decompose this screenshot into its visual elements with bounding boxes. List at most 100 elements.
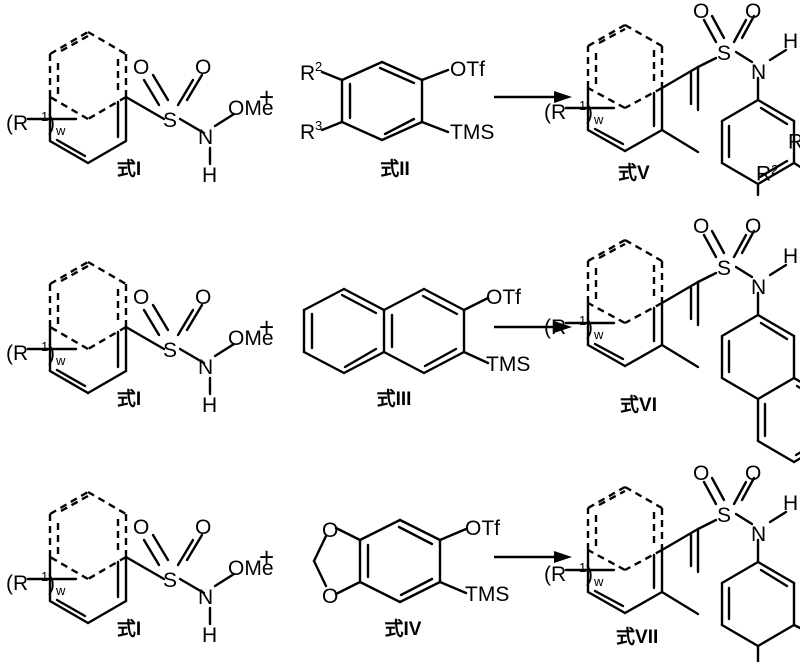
product-amine-hydrogen-row3: H <box>783 492 798 515</box>
formula-label-III: 式III <box>376 389 412 410</box>
amine-hydrogen-row3: H <box>202 624 217 647</box>
plus-operator-row3: + <box>259 542 275 572</box>
trimethylsilyl-group-row2: TMS <box>486 353 530 376</box>
reaction-arrow-row1 <box>492 84 574 110</box>
reactant-formula-I: (R 1 ) w O O S N OMe H 式I <box>2 2 274 192</box>
nitrogen-atom-row3: N <box>198 586 213 609</box>
substituent-R1-paren: ) <box>48 112 55 135</box>
product-substituent-R2: R <box>756 162 772 186</box>
product-substituent-R1-paren: ) <box>586 101 593 124</box>
reactant-formula-I-row2: (R 1 ) w O O S N OMe H 式I <box>2 232 274 422</box>
product-nitrogen-atom-row3: N <box>751 523 766 546</box>
product-sulfonyl-oxygen-left: O <box>693 0 709 23</box>
reaction-arrow-row3 <box>492 544 574 570</box>
formula-label-VI-wrap: 式VI <box>620 390 657 417</box>
formula-label-I: 式I <box>116 159 142 180</box>
product-substituent-R1-label-row3: (R <box>544 563 566 586</box>
formula-label-VII-wrap: 式VII <box>616 622 658 649</box>
sulfur-atom-row2: S <box>163 339 177 362</box>
product-sulfonyl-oxygen-right-row3: O <box>745 462 761 485</box>
substituent-R2-label: R <box>300 62 315 85</box>
product-R2-wrap: R2 <box>756 162 778 186</box>
formula-label-IV: 式IV <box>384 619 422 640</box>
sulfur-atom-row3: S <box>163 569 177 592</box>
product-sulfonyl-oxygen-right-row2: O <box>745 215 761 238</box>
methoxy-group-row2: OMe <box>228 327 274 350</box>
substituent-R1-label-row2: (R <box>6 342 28 365</box>
product-sulfur-atom-row3: S <box>717 504 731 527</box>
substituent-R3-label: R <box>300 121 315 144</box>
nitrogen-atom-row2: N <box>198 356 213 379</box>
trimethylsilyl-group-row3: TMS <box>465 583 509 606</box>
dioxole-oxygen-bottom: O <box>322 585 338 608</box>
reactant-formula-III: OTf TMS 式III <box>296 232 530 422</box>
product-substituent-R1-paren-row3: ) <box>586 563 593 586</box>
reaction-arrow-row2 <box>492 314 574 340</box>
triflate-group-row2: OTf <box>486 286 521 309</box>
triflate-group: OTf <box>450 58 485 81</box>
product-substituent-R1-superscript-row2: 1 <box>579 313 586 328</box>
substituent-R1-superscript-row3: 1 <box>41 569 48 584</box>
substituent-R1-superscript: 1 <box>41 109 48 124</box>
product-sulfur-atom: S <box>717 42 731 65</box>
product-substituent-R1-superscript: 1 <box>579 98 586 113</box>
product-sulfonyl-oxygen-left-row2: O <box>693 215 709 238</box>
triflate-group-row3: OTf <box>465 517 500 540</box>
nitrogen-atom: N <box>198 126 213 149</box>
product-nitrogen-atom-row2: N <box>751 276 766 299</box>
sulfur-atom: S <box>163 109 177 132</box>
product-R3-wrap: R3 <box>788 130 800 154</box>
methoxy-group-row3: OMe <box>228 557 274 580</box>
sulfonyl-oxygen-right: O <box>195 56 211 79</box>
amine-hydrogen: H <box>202 164 217 187</box>
product-substituent-R1-subscript: w <box>593 112 604 127</box>
sulfonyl-oxygen-right-row2: O <box>195 286 211 309</box>
formula-label-VI: 式VI <box>620 395 657 416</box>
methoxy-group: OMe <box>228 97 274 120</box>
product-sulfonyl-oxygen-right: O <box>745 0 761 23</box>
formula-label-I-row3: 式I <box>116 619 142 640</box>
substituent-R3-superscript: 3 <box>315 118 322 133</box>
substituent-R1-subscript: w <box>55 123 66 138</box>
product-formula-VI: (R 1 ) w O O S N H 式VI <box>540 215 800 464</box>
substituent-R1-label: (R <box>6 112 28 135</box>
product-substituent-R1-label-row2: (R <box>544 316 566 339</box>
product-substituent-R1-superscript-row3: 1 <box>579 560 586 575</box>
substituent-R1-subscript-row3: w <box>55 583 66 598</box>
sulfonyl-oxygen-left: O <box>133 56 149 79</box>
product-substituent-R1-paren-row2: ) <box>586 316 593 339</box>
formula-label-I-row2: 式I <box>116 389 142 410</box>
product-amine-hydrogen: H <box>783 30 798 53</box>
formula-label-V-wrap: 式V <box>618 158 650 185</box>
sulfonyl-oxygen-left-row2: O <box>133 286 149 309</box>
reactant-formula-I-row3: (R 1 ) w O O S N OMe H 式I <box>2 462 274 652</box>
product-substituent-R2-superscript: 2 <box>771 162 779 177</box>
substituent-R1-paren-row3: ) <box>48 572 55 595</box>
dioxole-oxygen-top: O <box>322 519 338 542</box>
amine-hydrogen-row2: H <box>202 394 217 417</box>
product-formula-V: (R 1 ) w O O S N H 式V R2 R3 <box>540 0 800 197</box>
reactant-formula-IV: O O OTf TMS 式IV <box>300 462 515 652</box>
substituent-R1-subscript-row2: w <box>55 353 66 368</box>
formula-label-II: 式II <box>380 159 410 180</box>
sulfonyl-oxygen-left-row3: O <box>133 516 149 539</box>
product-sulfonyl-oxygen-left-row3: O <box>693 462 709 485</box>
formula-label-VII: 式VII <box>616 627 659 648</box>
plus-operator-row1: + <box>259 82 275 112</box>
product-amine-hydrogen-row2: H <box>783 245 798 268</box>
plus-operator-row2: + <box>259 312 275 342</box>
substituent-R1-paren-row2: ) <box>48 342 55 365</box>
formula-label-V: 式V <box>618 163 650 184</box>
reaction-row-3: (R 1 ) w O O S N OMe H 式I + <box>0 460 800 662</box>
substituent-R1-superscript-row2: 1 <box>41 339 48 354</box>
product-substituent-R1-label: (R <box>544 101 566 124</box>
reaction-row-2: (R 1 ) w O O S N OMe H 式I + <box>0 215 800 464</box>
product-sulfur-atom-row2: S <box>717 257 731 280</box>
reactant-formula-II: R 2 R 3 OTf TMS 式II <box>300 2 510 192</box>
sulfonyl-oxygen-right-row3: O <box>195 516 211 539</box>
product-substituent-R1-subscript-row3: w <box>593 574 604 589</box>
reaction-row-1: (R 1 ) w O O S N OMe H 式I + <box>0 0 800 200</box>
product-nitrogen-atom: N <box>751 61 766 84</box>
product-substituent-R3: R <box>788 130 800 154</box>
